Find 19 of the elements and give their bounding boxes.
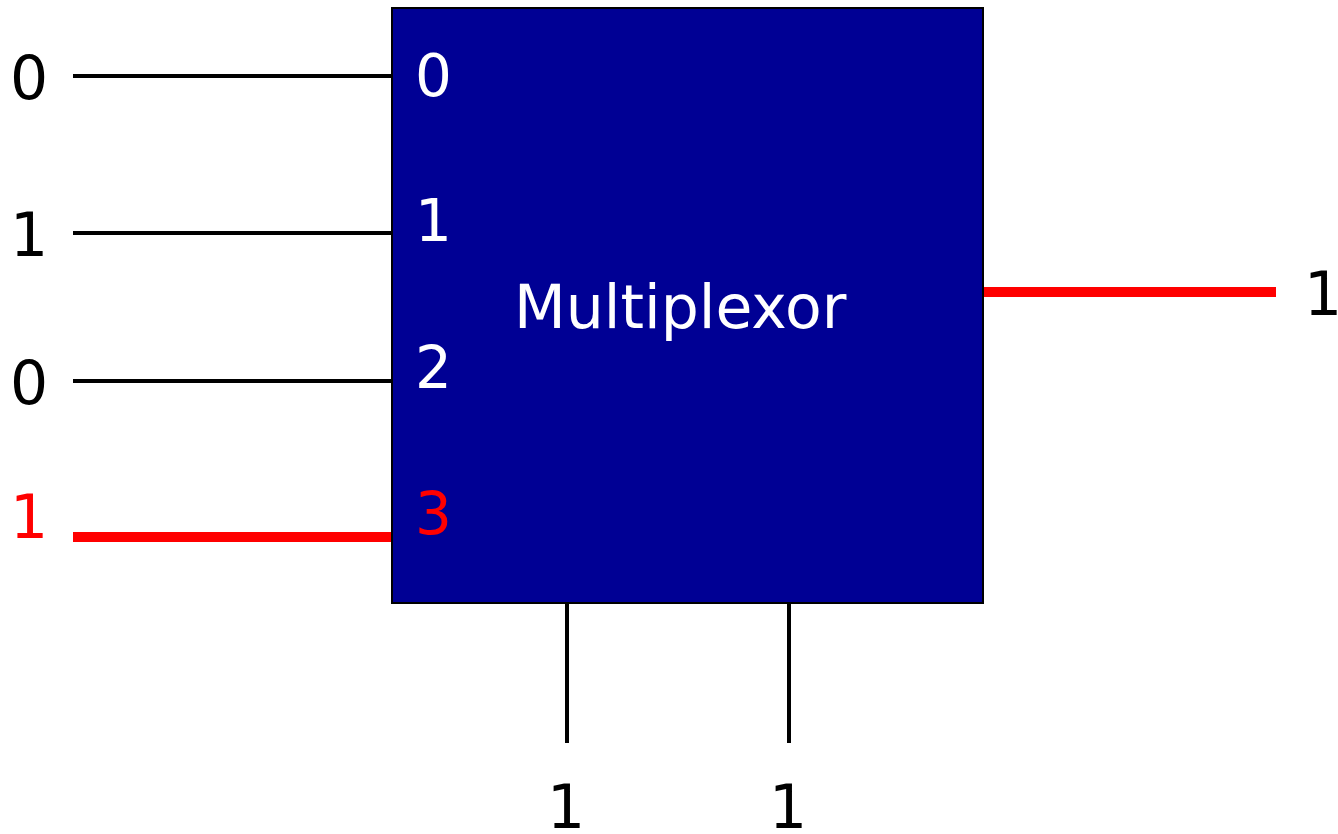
select-value: 1: [769, 777, 808, 834]
port-number: 2: [415, 339, 452, 397]
signal-wire: [787, 604, 791, 743]
input-value: 0: [10, 48, 49, 108]
port-number: 1: [415, 192, 452, 250]
port-number: 3: [415, 485, 452, 543]
port-number: 0: [415, 47, 452, 105]
signal-wire: [73, 532, 391, 542]
multiplexer-block: [391, 7, 984, 604]
output-value: 1: [1304, 264, 1338, 324]
signal-wire: [73, 74, 391, 78]
input-value: 0: [10, 353, 49, 413]
signal-wire: [73, 231, 391, 235]
signal-wire: [73, 379, 391, 383]
input-value: 1: [10, 205, 49, 265]
signal-wire: [565, 604, 569, 743]
select-value: 1: [547, 777, 586, 834]
input-value: 1: [10, 487, 49, 547]
signal-wire: [984, 287, 1276, 297]
